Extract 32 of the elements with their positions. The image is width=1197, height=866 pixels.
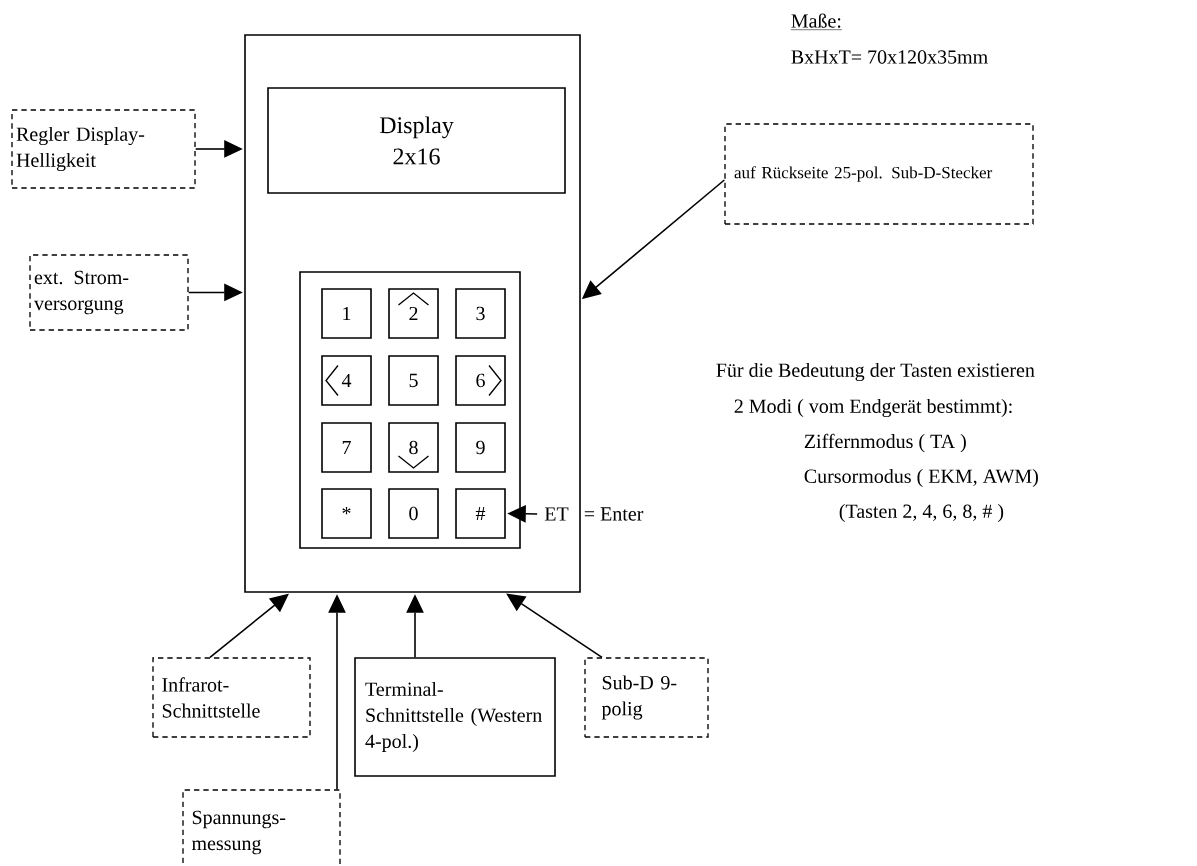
keypad-frame [299, 271, 521, 549]
key-button: 4 [321, 355, 372, 406]
key-button: 5 [388, 355, 439, 406]
note-text: Ziffernmodus ( TA ) [804, 433, 966, 453]
arrow [506, 593, 603, 659]
key-button: * [321, 488, 372, 539]
key-button: 2 [388, 288, 439, 339]
key-button: 9 [455, 422, 506, 473]
note-box: Regler Display- Helligkeit [11, 109, 196, 189]
note-text: Cursormodus ( EKM, AWM) [804, 468, 1038, 488]
note-box: Infrarot- Schnittstelle [152, 657, 311, 738]
note-box: Terminal- Schnittstelle (Western 4-pol.) [354, 657, 556, 777]
key-button: 1 [321, 288, 372, 339]
key-button: 3 [455, 288, 506, 339]
device-housing [244, 34, 581, 593]
note-text: (Tasten 2, 4, 6, 8, # ) [839, 503, 1004, 523]
note-text: = Enter [584, 507, 644, 521]
note-text: BxHxT= 70x120x35mm [791, 50, 988, 64]
key-button: 8 [388, 422, 439, 473]
key-button: 7 [321, 422, 372, 473]
note-text: Für die Bedeutung der Tasten existieren [716, 362, 1035, 382]
note-box: auf Rückseite 25-pol. Sub-D-Stecker [724, 123, 1034, 225]
heading-text: Maße: [790, 13, 843, 30]
note-text: 2 Modi ( vom Endgerät bestimmt): [734, 398, 1012, 418]
key-label: ET [544, 507, 569, 521]
note-box: Spannungs- messung [182, 789, 341, 866]
note-box: Sub-D 9-polig [584, 657, 709, 738]
key-button: 6 [455, 355, 506, 406]
key-button: # [455, 488, 506, 539]
key-button: 0 [388, 488, 439, 539]
note-box: ext. Strom- versorgung [29, 254, 189, 331]
display-box: Display 2x16 [267, 87, 566, 194]
